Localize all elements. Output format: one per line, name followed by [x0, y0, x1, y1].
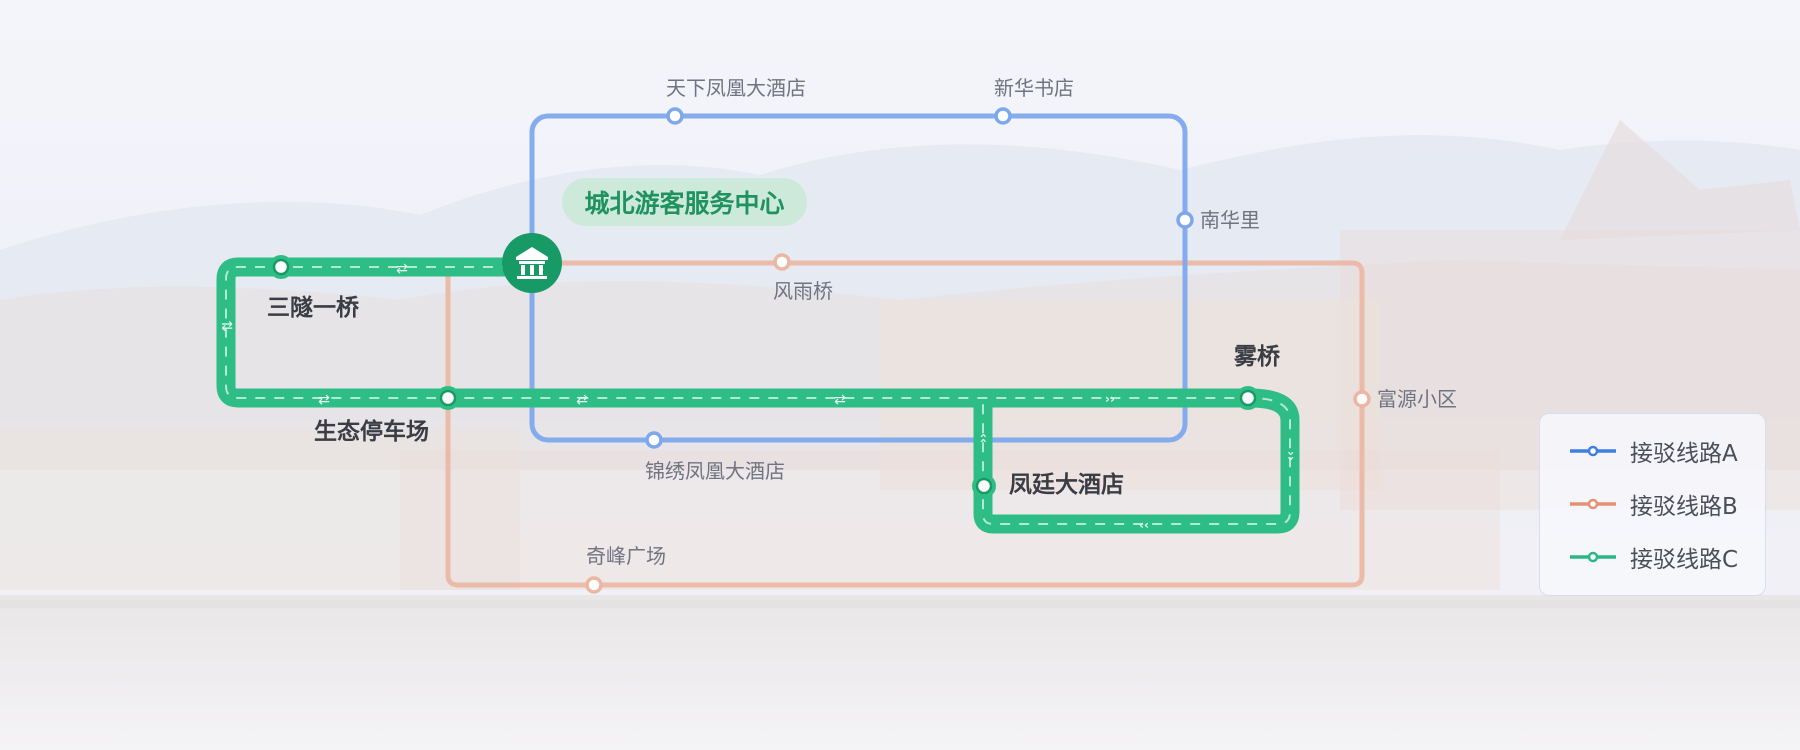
line-c-swatch-icon — [1570, 551, 1616, 563]
station-marker — [1353, 390, 1371, 408]
station-label-sansui[interactable]: 三隧一桥 — [267, 295, 359, 321]
station-label-xinhua[interactable]: 新华书店 — [994, 76, 1074, 100]
bidirectional-arrow-icon: ⇄ — [318, 392, 330, 408]
station-label-fengyuqiao[interactable]: 风雨桥 — [773, 279, 833, 303]
station-marker — [773, 253, 791, 271]
legend-item-a[interactable]: 接驳线路A — [1570, 436, 1738, 467]
down-arrow-icon: ›› — [1284, 451, 1298, 461]
up-arrow-icon: ›› — [976, 433, 990, 443]
bidirectional-arrow-icon: ⇄ — [834, 392, 846, 408]
legend-label: 接驳线路C — [1630, 547, 1739, 573]
station-marker — [585, 576, 603, 594]
legend-item-b[interactable]: 接驳线路B — [1570, 489, 1738, 520]
station-marker — [994, 107, 1012, 125]
right-arrow-icon: ›› — [1105, 392, 1115, 406]
station-label-wuqiao[interactable]: 雾桥 — [1234, 344, 1280, 370]
left-arrow-icon: ‹‹ — [1139, 518, 1149, 532]
bidirectional-arrow-icon: ⇄ — [396, 261, 408, 277]
station-marker — [272, 258, 290, 276]
temple-icon — [516, 247, 548, 279]
station-marker — [975, 477, 993, 495]
legend-label: 接驳线路A — [1630, 441, 1738, 467]
hub-label[interactable]: 城北游客服务中心 — [562, 178, 807, 226]
line-c-route — [216, 257, 1300, 534]
station-label-tianxia[interactable]: 天下凤凰大酒店 — [666, 76, 806, 100]
line-b-route — [445, 260, 1365, 588]
legend: 接驳线路A 接驳线路B 接驳线路C — [1539, 413, 1766, 596]
station-marker — [1176, 211, 1194, 229]
station-marker — [1239, 389, 1257, 407]
legend-label: 接驳线路B — [1630, 494, 1738, 520]
station-marker — [666, 107, 684, 125]
bidirectional-arrow-icon: ⇅ — [218, 320, 234, 332]
direction-arrows: ⇄ ⇅ ⇄ ⇄ ⇄ ›› ›› ‹‹ ›› — [218, 261, 1298, 532]
line-c-stops — [269, 255, 1260, 498]
station-marker — [439, 389, 457, 407]
line-a-swatch-icon — [1570, 445, 1616, 457]
station-label-qifeng[interactable]: 奇峰广场 — [586, 544, 666, 568]
line-b-stops — [585, 253, 1371, 594]
station-label-fengting[interactable]: 凤廷大酒店 — [1009, 472, 1124, 498]
line-a-stops — [645, 107, 1194, 449]
station-label-jinxiu[interactable]: 锦绣凤凰大酒店 — [645, 459, 785, 483]
station-label-nanhuali[interactable]: 南华里 — [1200, 208, 1260, 232]
legend-item-c[interactable]: 接驳线路C — [1570, 542, 1739, 573]
bidirectional-arrow-icon: ⇄ — [576, 392, 588, 408]
station-marker — [645, 431, 663, 449]
hub-marker — [502, 233, 562, 293]
station-label-shengtai[interactable]: 生态停车场 — [314, 419, 429, 445]
line-b-swatch-icon — [1570, 498, 1616, 510]
station-label-fuyuan[interactable]: 富源小区 — [1377, 387, 1457, 411]
